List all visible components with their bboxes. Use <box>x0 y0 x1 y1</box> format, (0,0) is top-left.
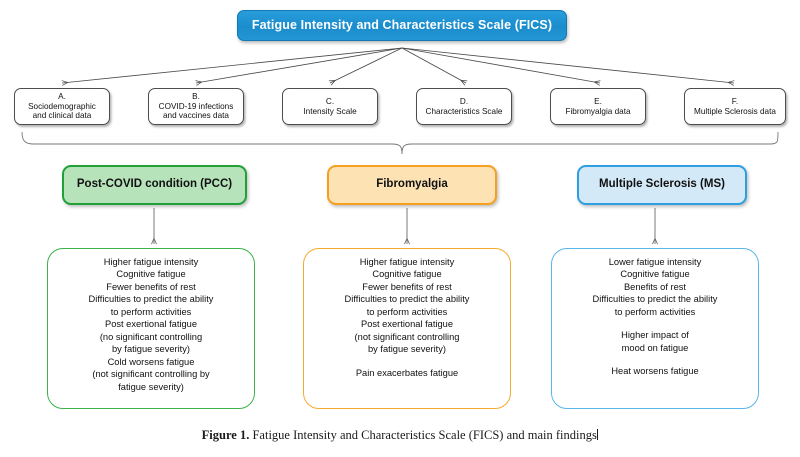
domain-box-f: F. Multiple Sclerosis data <box>684 88 786 125</box>
domain-e-line1: Fibromyalgia data <box>565 106 631 116</box>
domain-d-letter: D. <box>459 96 469 106</box>
domain-f-letter: F. <box>731 96 739 106</box>
finding-line: Fewer benefits of rest <box>362 281 452 292</box>
finding-line: Higher fatigue intensity <box>103 257 199 267</box>
finding-line: to perform activities <box>110 306 192 317</box>
condition-pcc-line2: condition (PCC) <box>145 178 233 191</box>
condition-to-findings-arrows <box>154 208 655 244</box>
text-cursor <box>597 429 599 440</box>
domain-b-line1: COVID-19 infections <box>158 101 234 111</box>
finding-line: Pain exacerbates fatigue <box>355 367 459 378</box>
scale-title-text: Fatigue Intensity and Characteristics Sc… <box>251 18 553 33</box>
finding-line: Cognitive fatigue <box>116 269 186 280</box>
finding-line: Difficulties to predict the ability <box>344 294 470 305</box>
domain-f-line1: Multiple Sclerosis data <box>694 106 776 116</box>
condition-fibromyalgia-line1: Fibromyalgia <box>376 178 448 191</box>
finding-line: Higher fatigue intensity <box>359 257 455 267</box>
title-to-domains-arrows <box>62 47 734 83</box>
findings-box-ms: Lower fatigue intensity Cognitive fatigu… <box>551 248 759 409</box>
finding-line: by fatigue severity) <box>111 344 191 355</box>
finding-line: (not significant controlling <box>354 331 460 342</box>
finding-line: Difficulties to predict the ability <box>592 294 718 305</box>
domain-box-b: B. COVID-19 infections and vaccines data <box>148 88 244 125</box>
figure-caption-label: Figure 1. <box>201 428 250 442</box>
finding-line: (no significant controlling <box>99 331 203 342</box>
finding-line: Difficulties to predict the ability <box>88 294 214 305</box>
domains-brace <box>21 131 779 155</box>
finding-line: Lower fatigue intensity <box>608 257 702 267</box>
findings-box-pcc: Higher fatigue intensity Cognitive fatig… <box>47 248 255 409</box>
domain-a-line1: Sociodemographic <box>28 101 96 111</box>
domain-b-letter: B. <box>192 91 200 101</box>
domain-box-e: E. Fibromyalgia data <box>550 88 646 125</box>
domain-c-letter: C. <box>325 96 335 106</box>
condition-pcc-line1: Post-COVID <box>76 178 143 191</box>
findings-box-fibromyalgia: Higher fatigue intensity Cognitive fatig… <box>303 248 511 409</box>
finding-line: by fatigue severity) <box>367 344 447 355</box>
finding-line: Fewer benefits of rest <box>106 281 196 292</box>
finding-line: Post exertional fatigue <box>105 319 197 330</box>
domain-c-line1: Intensity Scale <box>303 106 357 116</box>
finding-line: Cold worsens fatigue <box>107 356 195 367</box>
finding-line: (not significant controlling by <box>92 369 210 380</box>
condition-header-fibromyalgia: Fibromyalgia <box>327 165 497 205</box>
finding-line: mood on fatigue <box>621 342 689 353</box>
figure-caption-text: Fatigue Intensity and Characteristics Sc… <box>249 428 597 442</box>
finding-line: Cognitive fatigue <box>372 269 442 280</box>
domain-a-letter: A. <box>58 91 66 101</box>
finding-line: Benefits of rest <box>623 281 686 292</box>
finding-line: to perform activities <box>614 306 696 317</box>
scale-title-box: Fatigue Intensity and Characteristics Sc… <box>237 10 567 41</box>
finding-line: Higher impact of <box>621 330 689 341</box>
domain-box-c: C. Intensity Scale <box>282 88 378 125</box>
finding-line: to perform activities <box>366 306 448 317</box>
finding-line: Post exertional fatigue <box>361 319 453 330</box>
figure-caption: Figure 1. Fatigue Intensity and Characte… <box>0 428 800 443</box>
domain-e-letter: E. <box>594 96 602 106</box>
finding-line: fatigue severity) <box>118 381 184 392</box>
condition-ms-line1: Multiple Sclerosis <box>599 178 697 191</box>
condition-ms-line2: (MS) <box>700 178 725 191</box>
domain-d-line1: Characteristics Scale <box>425 106 503 116</box>
domain-box-d: D. Characteristics Scale <box>416 88 512 125</box>
condition-header-ms: Multiple Sclerosis (MS) <box>577 165 747 205</box>
finding-line: Cognitive fatigue <box>620 269 690 280</box>
domain-box-a: A. Sociodemographic and clinical data <box>14 88 110 125</box>
domain-a-line2: and clinical data <box>32 111 92 121</box>
domain-b-line2: and vaccines data <box>162 111 229 121</box>
finding-line: Heat worsens fatigue <box>611 366 699 377</box>
condition-header-pcc: Post-COVID condition (PCC) <box>62 165 247 205</box>
